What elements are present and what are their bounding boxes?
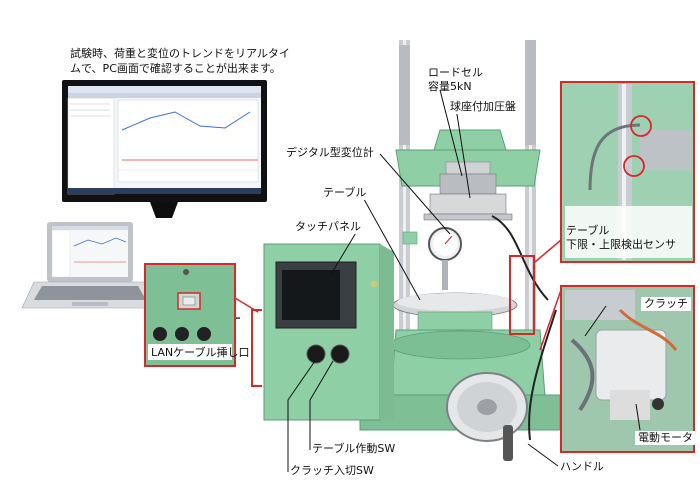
label-table: テーブル xyxy=(320,186,370,200)
label-digital-gauge: デジタル型変位計 xyxy=(283,146,377,160)
label-clutch: クラッチ xyxy=(641,297,691,311)
label-lan-port: LANケーブル挿し口 xyxy=(151,346,250,359)
label-load-cell: ロードセル xyxy=(428,66,483,79)
label-clutch-switch: クラッチ入切SW xyxy=(290,464,374,477)
motor-inset xyxy=(560,285,695,453)
label-capacity: 容量5kN xyxy=(428,80,472,93)
label-table-sensor-2: 下限・上限検出センサ xyxy=(566,238,676,251)
label-handle: ハンドル xyxy=(560,460,604,473)
machine-body xyxy=(263,40,561,461)
sensor-inset xyxy=(560,81,695,263)
label-ball-seat: 球座付加圧盤 xyxy=(447,100,519,114)
laptop xyxy=(21,222,159,309)
label-motor: 電動モータ xyxy=(635,431,696,445)
label-touch-panel: タッチパネル xyxy=(292,220,364,234)
lan-inset xyxy=(144,263,236,367)
caption-line-2: ムで、PC画面で確認することが出来ます。 xyxy=(70,62,281,75)
label-table-sensor-1: テーブル xyxy=(566,224,610,237)
caption-line-1: 試験時、荷重と変位のトレンドをリアルタイ xyxy=(70,47,290,60)
leader-lines xyxy=(287,89,641,472)
caption: 試験時、荷重と変位のトレンドをリアルタイ ムで、PC画面で確認することが出来ます… xyxy=(70,46,290,76)
monitor xyxy=(62,80,267,218)
label-table-switch: テーブル作動SW xyxy=(312,442,396,455)
